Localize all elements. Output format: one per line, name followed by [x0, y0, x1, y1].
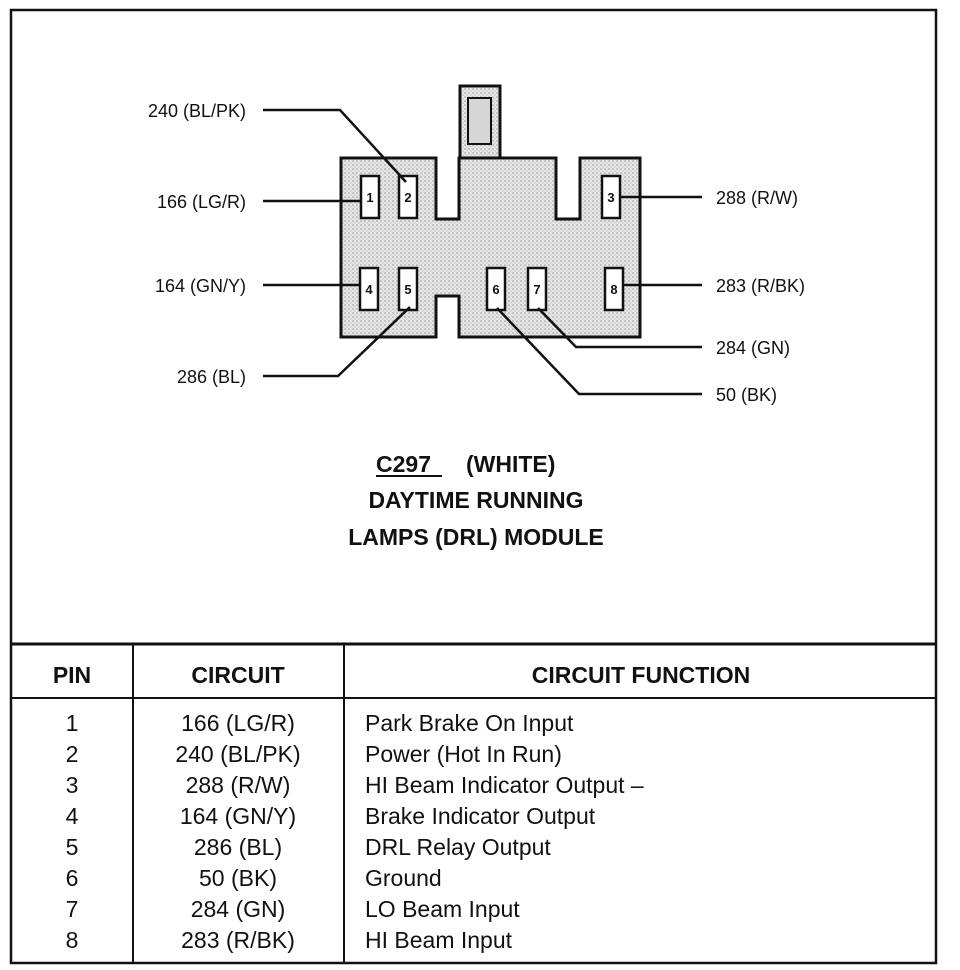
svg-text:3: 3: [607, 190, 614, 205]
row-function: Power (Hot In Run): [365, 741, 562, 767]
table-header-circuit: CIRCUIT: [191, 662, 284, 688]
row-pin: 3: [66, 772, 79, 798]
wire-label-pin8: 283 (R/BK): [716, 276, 805, 296]
table-row: 7 284 (GN) LO Beam Input: [66, 896, 521, 922]
row-circuit: 286 (BL): [194, 834, 282, 860]
row-pin: 5: [66, 834, 79, 860]
table-header-function: CIRCUIT FUNCTION: [532, 662, 750, 688]
row-circuit: 164 (GN/Y): [180, 803, 296, 829]
wire-label-pin7: 284 (GN): [716, 338, 790, 358]
wire-label-pin5: 286 (BL): [177, 367, 246, 387]
row-function: LO Beam Input: [365, 896, 520, 922]
row-pin: 8: [66, 927, 79, 953]
row-pin: 4: [66, 803, 79, 829]
pin-terminal-2: 2: [397, 174, 419, 220]
svg-text:4: 4: [365, 282, 373, 297]
row-pin: 1: [66, 710, 79, 736]
svg-text:8: 8: [610, 282, 617, 297]
table-header-pin: PIN: [53, 662, 91, 688]
row-circuit: 288 (R/W): [186, 772, 291, 798]
pin-terminal-7: 7: [526, 266, 548, 312]
row-function: Brake Indicator Output: [365, 803, 596, 829]
pin-terminal-4: 4: [358, 266, 380, 312]
row-circuit: 284 (GN): [191, 896, 286, 922]
leader-line-pin5: [263, 306, 411, 378]
svg-text:1: 1: [366, 190, 373, 205]
wire-label-pin6: 50 (BK): [716, 385, 777, 405]
svg-text:2: 2: [404, 190, 411, 205]
table-row: 8 283 (R/BK) HI Beam Input: [66, 927, 513, 953]
svg-text:6: 6: [492, 282, 499, 297]
pin-table: [11, 642, 936, 963]
row-pin: 2: [66, 741, 79, 767]
table-row: 6 50 (BK) Ground: [66, 865, 442, 891]
svg-text:7: 7: [533, 282, 540, 297]
pin-terminal-6: 6: [485, 266, 507, 312]
row-pin: 7: [66, 896, 79, 922]
row-circuit: 50 (BK): [199, 865, 277, 891]
leader-line-pin7: [537, 307, 702, 349]
connector-title-line3: LAMPS (DRL) MODULE: [348, 524, 604, 550]
table-rows: 1 166 (LG/R) Park Brake On Input 2 240 (…: [66, 710, 644, 953]
outer-border: [9, 8, 938, 965]
leader-line-pin2: [263, 108, 407, 183]
wire-label-pin2: 240 (BL/PK): [148, 101, 246, 121]
row-circuit: 240 (BL/PK): [175, 741, 300, 767]
pin-terminal-5: 5: [397, 266, 419, 312]
leader-line-pin6: [496, 307, 702, 396]
table-row: 5 286 (BL) DRL Relay Output: [66, 834, 552, 860]
row-function: HI Beam Input: [365, 927, 513, 953]
connector-title-line2: DAYTIME RUNNING: [368, 487, 583, 513]
connector-id: C297: [376, 451, 431, 477]
svg-text:5: 5: [404, 282, 411, 297]
table-row: 3 288 (R/W) HI Beam Indicator Output –: [66, 772, 644, 798]
wire-label-pin3: 288 (R/W): [716, 188, 798, 208]
table-row: 1 166 (LG/R) Park Brake On Input: [66, 710, 574, 736]
table-row: 4 164 (GN/Y) Brake Indicator Output: [66, 803, 596, 829]
row-function: HI Beam Indicator Output –: [365, 772, 644, 798]
wire-label-pin4: 164 (GN/Y): [155, 276, 246, 296]
row-function: DRL Relay Output: [365, 834, 551, 860]
row-pin: 6: [66, 865, 79, 891]
pin-terminal-1: 1: [359, 174, 381, 220]
table-row: 2 240 (BL/PK) Power (Hot In Run): [66, 741, 562, 767]
row-function: Park Brake On Input: [365, 710, 574, 736]
pin-terminal-3: 3: [600, 174, 622, 220]
pin-terminal-8: 8: [603, 266, 625, 312]
row-circuit: 166 (LG/R): [181, 710, 295, 736]
wire-label-pin1: 166 (LG/R): [157, 192, 246, 212]
row-function: Ground: [365, 865, 442, 891]
connector-color: (WHITE): [466, 451, 555, 477]
row-circuit: 283 (R/BK): [181, 927, 295, 953]
